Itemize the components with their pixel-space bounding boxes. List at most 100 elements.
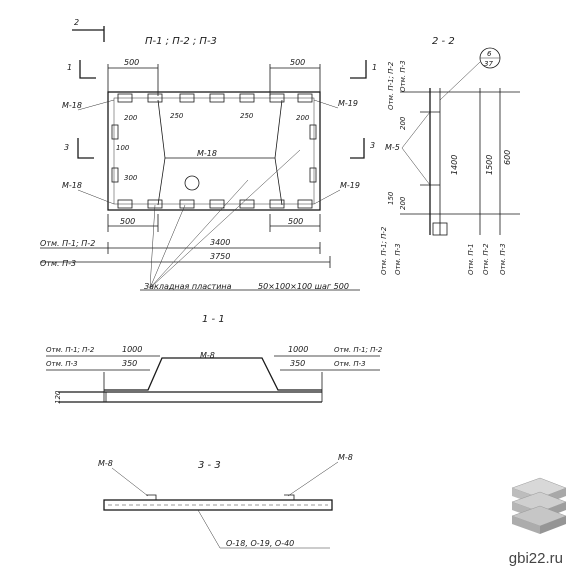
balloon-leader	[439, 61, 481, 101]
label-m8: М-8	[200, 351, 215, 360]
plate	[297, 93, 313, 103]
cut-2-arrow-top	[72, 26, 105, 42]
dim-bottom-left-line	[107, 214, 159, 232]
level-22-top-b: Отм. П-3	[399, 60, 407, 92]
label-m8-left: М-8	[98, 459, 113, 468]
section-22-foot	[432, 222, 448, 236]
dim-350-left: 350	[122, 359, 137, 368]
plate	[297, 199, 313, 209]
dim-3400: 3400	[210, 238, 230, 247]
plate-note: Закладная пластина	[144, 282, 232, 291]
dim-1000-right: 1000	[288, 345, 308, 354]
leader-bottom-33	[197, 509, 330, 549]
plate	[269, 93, 285, 103]
plate	[269, 199, 285, 209]
watermark-text: gbi22.ru	[508, 550, 563, 567]
level-top: Отм. П-1; П-2	[40, 239, 95, 248]
label-m8-right: М-8	[338, 453, 353, 462]
section-11-left-leaders	[46, 355, 160, 371]
plate-side-left	[111, 167, 119, 183]
dim-bottom-right-line	[269, 214, 321, 232]
cut-3-mark-left: 3	[64, 143, 69, 152]
plate	[179, 93, 195, 103]
plate-note-spec: 50×100×100 шаг 500	[258, 282, 349, 291]
label-m18-center: М-18	[197, 149, 217, 158]
plan-view: П-1 ; П-2 ; П-3 2 1 1 3 3 500 500	[40, 18, 377, 291]
dim-bottom-left-500: 500	[120, 217, 135, 226]
dim-3750: 3750	[210, 252, 230, 261]
dim-right-500: 500	[290, 58, 305, 67]
section-11-slab	[58, 391, 322, 403]
plates-bottom	[117, 199, 313, 209]
plate	[239, 199, 255, 209]
rib-upper	[157, 99, 283, 159]
dim-300: 300	[124, 174, 138, 182]
section-1-1: 1 - 1 Отм. П-1; П-2 Отм. П-3 1000 350 М-…	[46, 314, 383, 404]
plate	[117, 199, 133, 209]
rib-lower	[157, 157, 283, 206]
level-22-top-a: Отм. П-1; П-2	[387, 61, 395, 110]
watermark-logo-icon	[511, 477, 567, 534]
label-bottom-33: О-18, О-19, О-40	[226, 539, 294, 548]
section-33-slab	[103, 499, 333, 511]
slab-outline	[107, 91, 321, 211]
section-11-right-leaders	[274, 355, 380, 371]
section-11-profile	[104, 357, 322, 391]
plate-side-left	[111, 124, 119, 140]
leader-m19-right	[313, 99, 339, 109]
cut-1-mark-left: 1	[67, 63, 72, 72]
label-m19-bottom: М-19	[340, 181, 360, 190]
plate-side-right	[309, 124, 317, 140]
dim-250-left: 250	[170, 112, 184, 120]
dim-1400: 1400	[450, 155, 459, 175]
label-m5: М-5	[385, 143, 400, 152]
dim-100: 100	[116, 144, 130, 152]
section-11-title: 1 - 1	[202, 314, 225, 325]
dim-200-left: 200	[124, 114, 138, 122]
slab-inner-outline	[113, 97, 315, 205]
label-m18-bottom: М-18	[62, 181, 82, 190]
plate-leaders	[149, 149, 301, 289]
cut-3-arrow-right	[350, 138, 365, 159]
dim-left-500: 500	[124, 58, 139, 67]
cut-3-mark-right: 3	[370, 141, 375, 150]
plates-top	[117, 93, 313, 103]
cut-1-mark-right: 1	[372, 63, 377, 72]
dim-3400-line	[40, 242, 321, 254]
cut-1-arrow-left	[79, 60, 96, 79]
cut-3-arrow-left	[77, 138, 94, 159]
level-bottom: Отм. П-3	[40, 259, 76, 268]
dim-1000-left: 1000	[122, 345, 142, 354]
section-11-ends	[103, 372, 323, 402]
plate-detail-circle	[184, 175, 200, 191]
level-22-p3: Отм. П-3	[499, 243, 507, 275]
dim-200-22b: 200	[399, 196, 407, 210]
level-11-left-bottom: Отм. П-3	[46, 360, 78, 368]
level-22-bot-a: Отм. П-1; П-2	[380, 226, 388, 275]
section-22-horizontals	[400, 91, 520, 215]
plate	[209, 93, 225, 103]
level-22-p1: Отм. П-1	[467, 243, 475, 275]
section-33-title: 3 - 3	[198, 460, 221, 471]
dim-250-right: 250	[240, 112, 254, 120]
plate	[209, 199, 225, 209]
plate	[179, 199, 195, 209]
level-11-left-top: Отм. П-1; П-2	[46, 346, 95, 354]
dim-200-22: 200	[399, 116, 407, 130]
dim-150-22: 150	[387, 191, 395, 205]
dim-1500: 1500	[485, 155, 494, 175]
section-3-3: 3 - 3 М-8 М-8 О-18, О-19, О-40	[98, 453, 353, 549]
leader-m5	[401, 111, 431, 186]
cut-2-mark-top: 2	[74, 18, 79, 27]
dim-left-500-line	[107, 64, 159, 96]
section-22-title: 2 - 2	[432, 36, 455, 47]
leader-m18-left	[77, 99, 115, 111]
plan-title: П-1 ; П-2 ; П-3	[145, 36, 217, 47]
level-11-right-top: Отм. П-1; П-2	[334, 346, 383, 354]
section-33-plates	[146, 494, 295, 500]
dim-bottom-right-500: 500	[288, 217, 303, 226]
cut-1-arrow-right	[350, 60, 367, 79]
dim-600: 600	[503, 150, 512, 165]
